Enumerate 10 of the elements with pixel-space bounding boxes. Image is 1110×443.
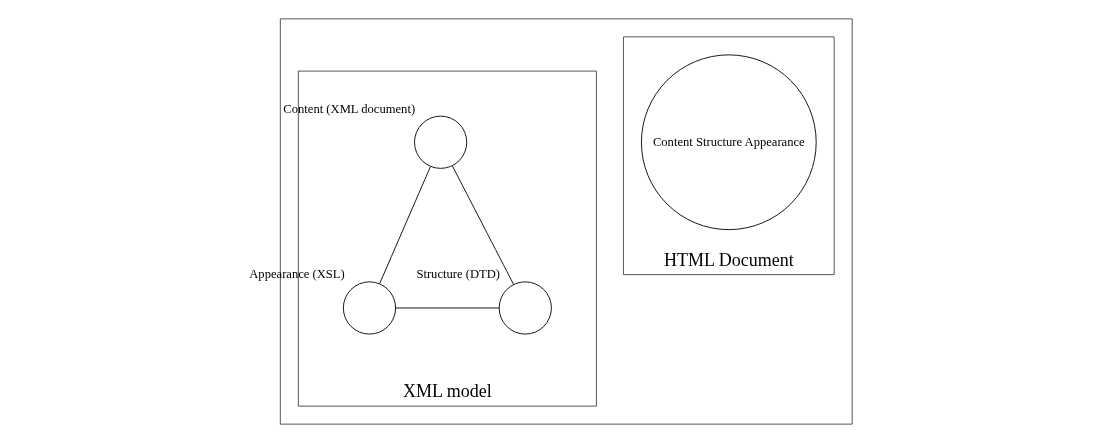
connector (451, 165, 515, 285)
connector (395, 307, 500, 309)
node-circle (342, 281, 397, 335)
node-circle (498, 281, 552, 335)
node-label: Structure (DTD) (416, 267, 500, 282)
node-label: Appearance (XSL) (249, 267, 345, 282)
node-circle: Content Structure Appearance (641, 54, 817, 231)
connector (379, 166, 431, 285)
node-label: Content (XML document) (283, 101, 416, 116)
node-circle (414, 115, 468, 169)
